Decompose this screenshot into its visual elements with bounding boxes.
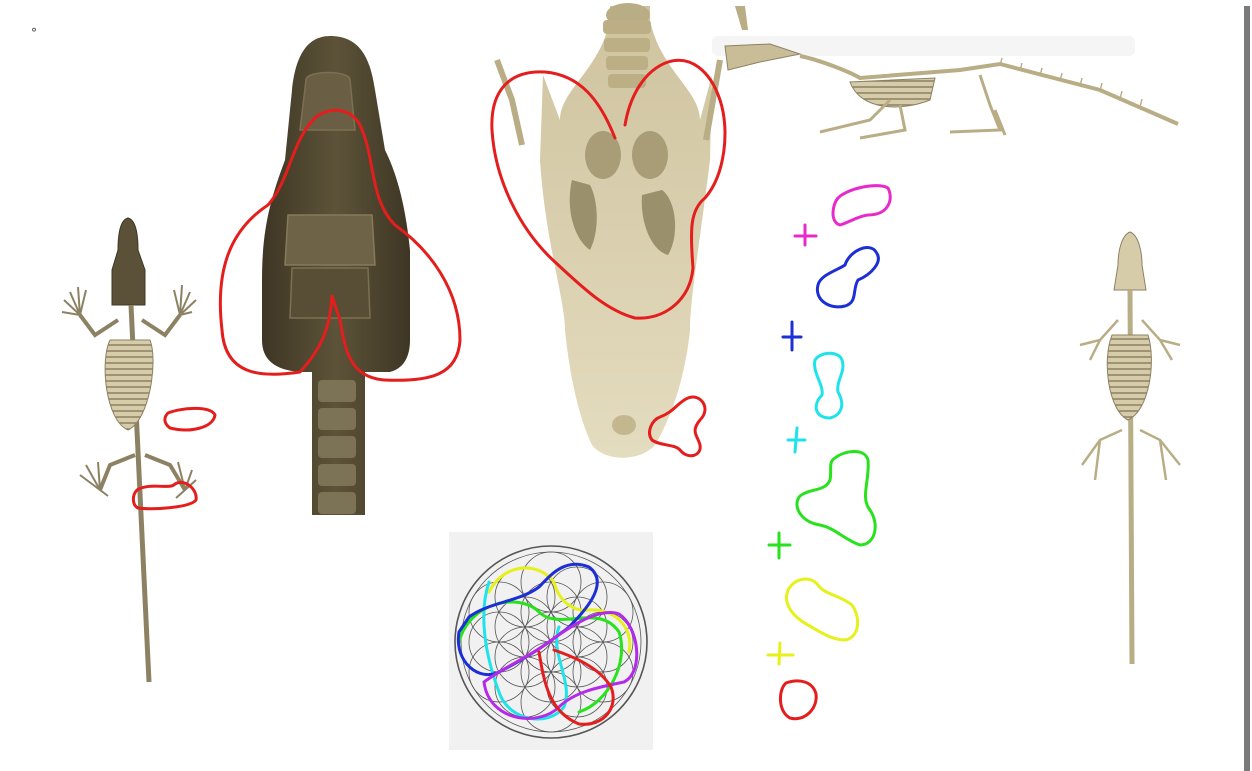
croc-skeleton-side[interactable] [712,36,1178,138]
plus-yellow [768,643,793,664]
skull-dark-closeup[interactable] [262,36,410,515]
red-outline-left-1 [165,408,215,430]
magenta-blob [833,186,890,225]
plus-blue [783,322,801,350]
legend-plus-marks [768,225,816,664]
cyan-blob [815,353,843,418]
yellow-blob [786,579,857,640]
red-outline-legend-end [780,681,816,719]
blue-blob [817,248,878,307]
croc-skeleton-top-right[interactable] [1080,232,1180,664]
plus-green [769,533,790,558]
flower-of-life-diagram[interactable] [449,532,653,750]
vertical-scrollbar[interactable] [1244,6,1250,771]
plus-magenta [795,225,816,245]
plus-cyan [788,428,805,452]
green-blob [797,452,875,546]
croc-skeleton-top-left[interactable] [62,218,196,682]
